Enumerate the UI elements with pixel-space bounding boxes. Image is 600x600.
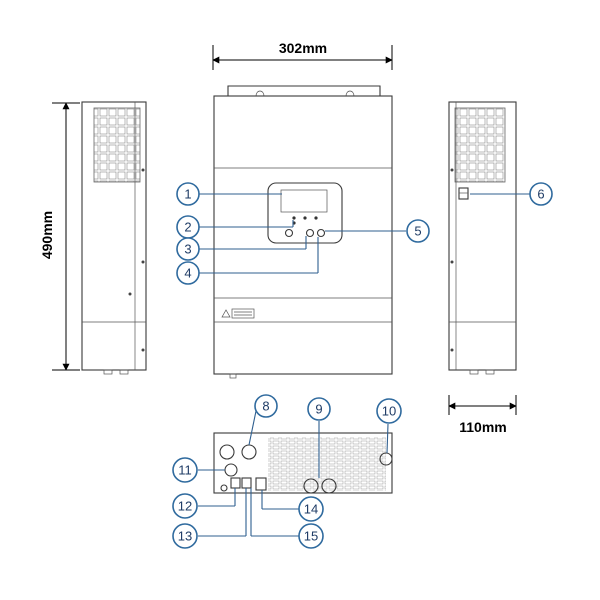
callout-14-label: 14 xyxy=(304,502,318,517)
width-dimension: 302mm xyxy=(212,40,393,70)
callout-2-label: 2 xyxy=(184,220,191,235)
callout-3: 3 xyxy=(176,237,200,261)
callout-11-label: 11 xyxy=(178,463,192,478)
power-switch-icon xyxy=(458,187,469,200)
callout-11: 11 xyxy=(172,457,198,483)
callout-13: 13 xyxy=(172,523,198,549)
callout-15-label: 15 xyxy=(304,529,318,544)
right-side-view xyxy=(448,101,517,375)
callout-1: 1 xyxy=(176,182,200,206)
height-dimension: 490mm xyxy=(39,102,80,371)
callout-6-label: 6 xyxy=(537,187,544,202)
callout-12-label: 12 xyxy=(178,499,192,514)
front-view xyxy=(213,85,393,379)
bottom-view xyxy=(213,432,393,494)
callout-10-label: 10 xyxy=(382,404,396,419)
callout-15: 15 xyxy=(298,523,324,549)
callout-8: 8 xyxy=(254,394,278,418)
callout-5-label: 5 xyxy=(414,224,421,239)
left-side-view xyxy=(81,101,147,375)
callout-1-label: 1 xyxy=(184,187,191,202)
callout-4: 4 xyxy=(176,261,200,285)
depth-dimension: 110mm xyxy=(448,395,517,435)
callout-4-label: 4 xyxy=(184,266,191,281)
callout-8-label: 8 xyxy=(262,399,269,414)
callout-12: 12 xyxy=(172,493,198,519)
callout-9-label: 9 xyxy=(315,402,322,417)
height-label: 490mm xyxy=(39,211,55,259)
width-label: 302mm xyxy=(279,40,327,56)
callout-5: 5 xyxy=(406,219,430,243)
depth-label: 110mm xyxy=(459,419,506,435)
leader-lines xyxy=(198,193,530,537)
callout-6: 6 xyxy=(529,182,553,206)
callout-13-label: 13 xyxy=(178,529,192,544)
callout-9: 9 xyxy=(307,397,331,421)
callout-3-label: 3 xyxy=(184,242,191,257)
callout-10: 10 xyxy=(376,398,402,424)
callout-2: 2 xyxy=(176,215,200,239)
callout-14: 14 xyxy=(298,496,324,522)
